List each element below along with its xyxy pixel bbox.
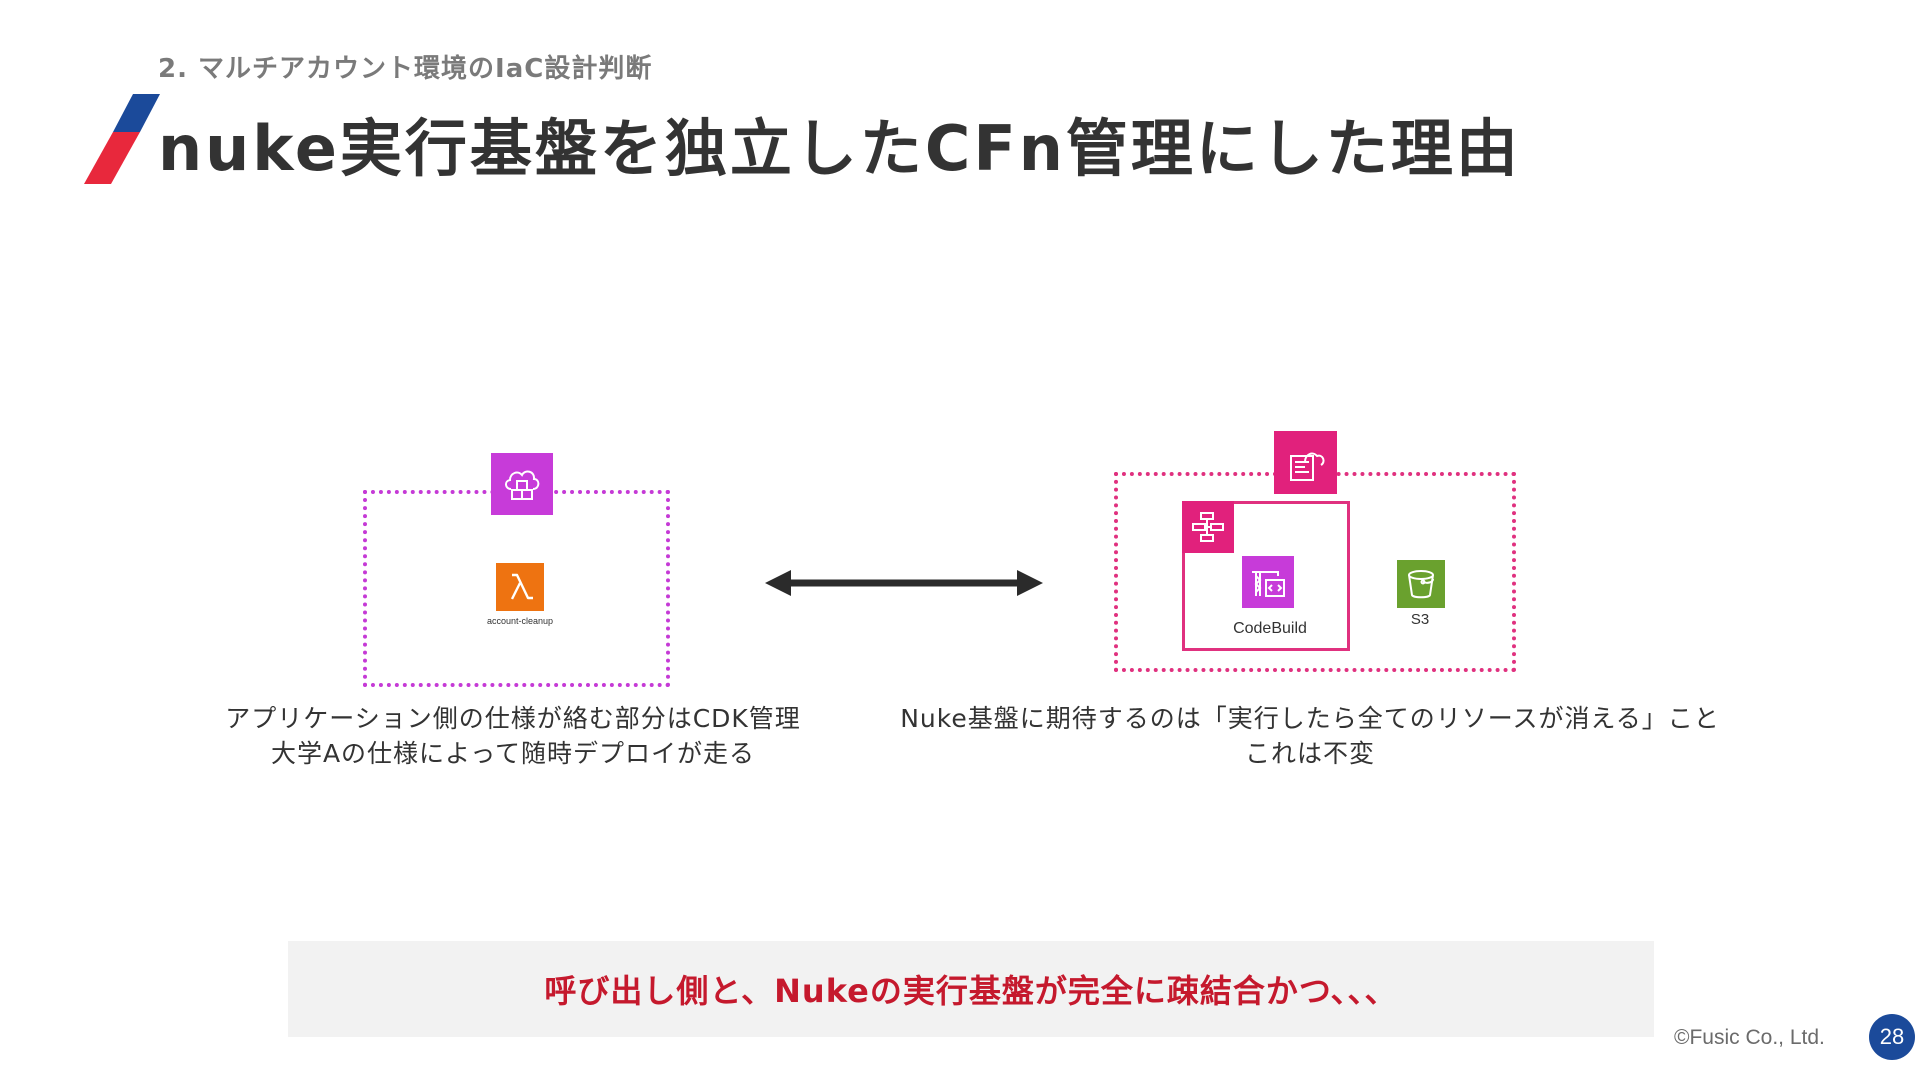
s3-label: S3 (1410, 611, 1430, 628)
right-caption: Nuke基盤に期待するのは「実行したら全てのリソースが消える」こと これは不変 (860, 701, 1760, 771)
conclusion-text: 呼び出し側と、Nukeの実行基盤が完全に疎結合かつ、、、 (544, 972, 1398, 1010)
bidirectional-arrow-icon (765, 570, 1043, 596)
left-caption-line-2: 大学Aの仕様によって随時デプロイが走る (270, 739, 756, 768)
step-functions-icon (1182, 501, 1234, 553)
section-label: 2. マルチアカウント環境のIaC設計判断 (158, 54, 653, 84)
right-caption-line-2: これは不変 (1244, 739, 1375, 768)
right-caption-line-1: Nuke基盤に期待するのは「実行したら全てのリソースが消える」こと (900, 704, 1720, 733)
lambda-function-label: account-cleanup (486, 616, 554, 626)
page-number-badge: 28 (1869, 1014, 1915, 1060)
cloudformation-icon (1274, 431, 1337, 494)
cloudformation-stack-icon (491, 453, 553, 515)
s3-bucket-icon (1397, 560, 1445, 608)
codebuild-icon (1242, 556, 1294, 608)
step-functions-state-machine (1182, 501, 1350, 651)
conclusion-banner: 呼び出し側と、Nukeの実行基盤が完全に疎結合かつ、、、 (288, 941, 1654, 1037)
codebuild-label: CodeBuild (1233, 620, 1307, 637)
left-caption-line-1: アプリケーション側の仕様が絡む部分はCDK管理 (225, 704, 801, 733)
lambda-icon (496, 563, 544, 611)
page-title: nuke実行基盤を独立したCFn管理にした理由 (158, 112, 1521, 185)
copyright: ©Fusic Co., Ltd. (1674, 1026, 1825, 1049)
accent-slash-icon (84, 94, 160, 184)
left-caption: アプリケーション側の仕様が絡む部分はCDK管理 大学Aの仕様によって随時デプロイ… (163, 701, 863, 771)
